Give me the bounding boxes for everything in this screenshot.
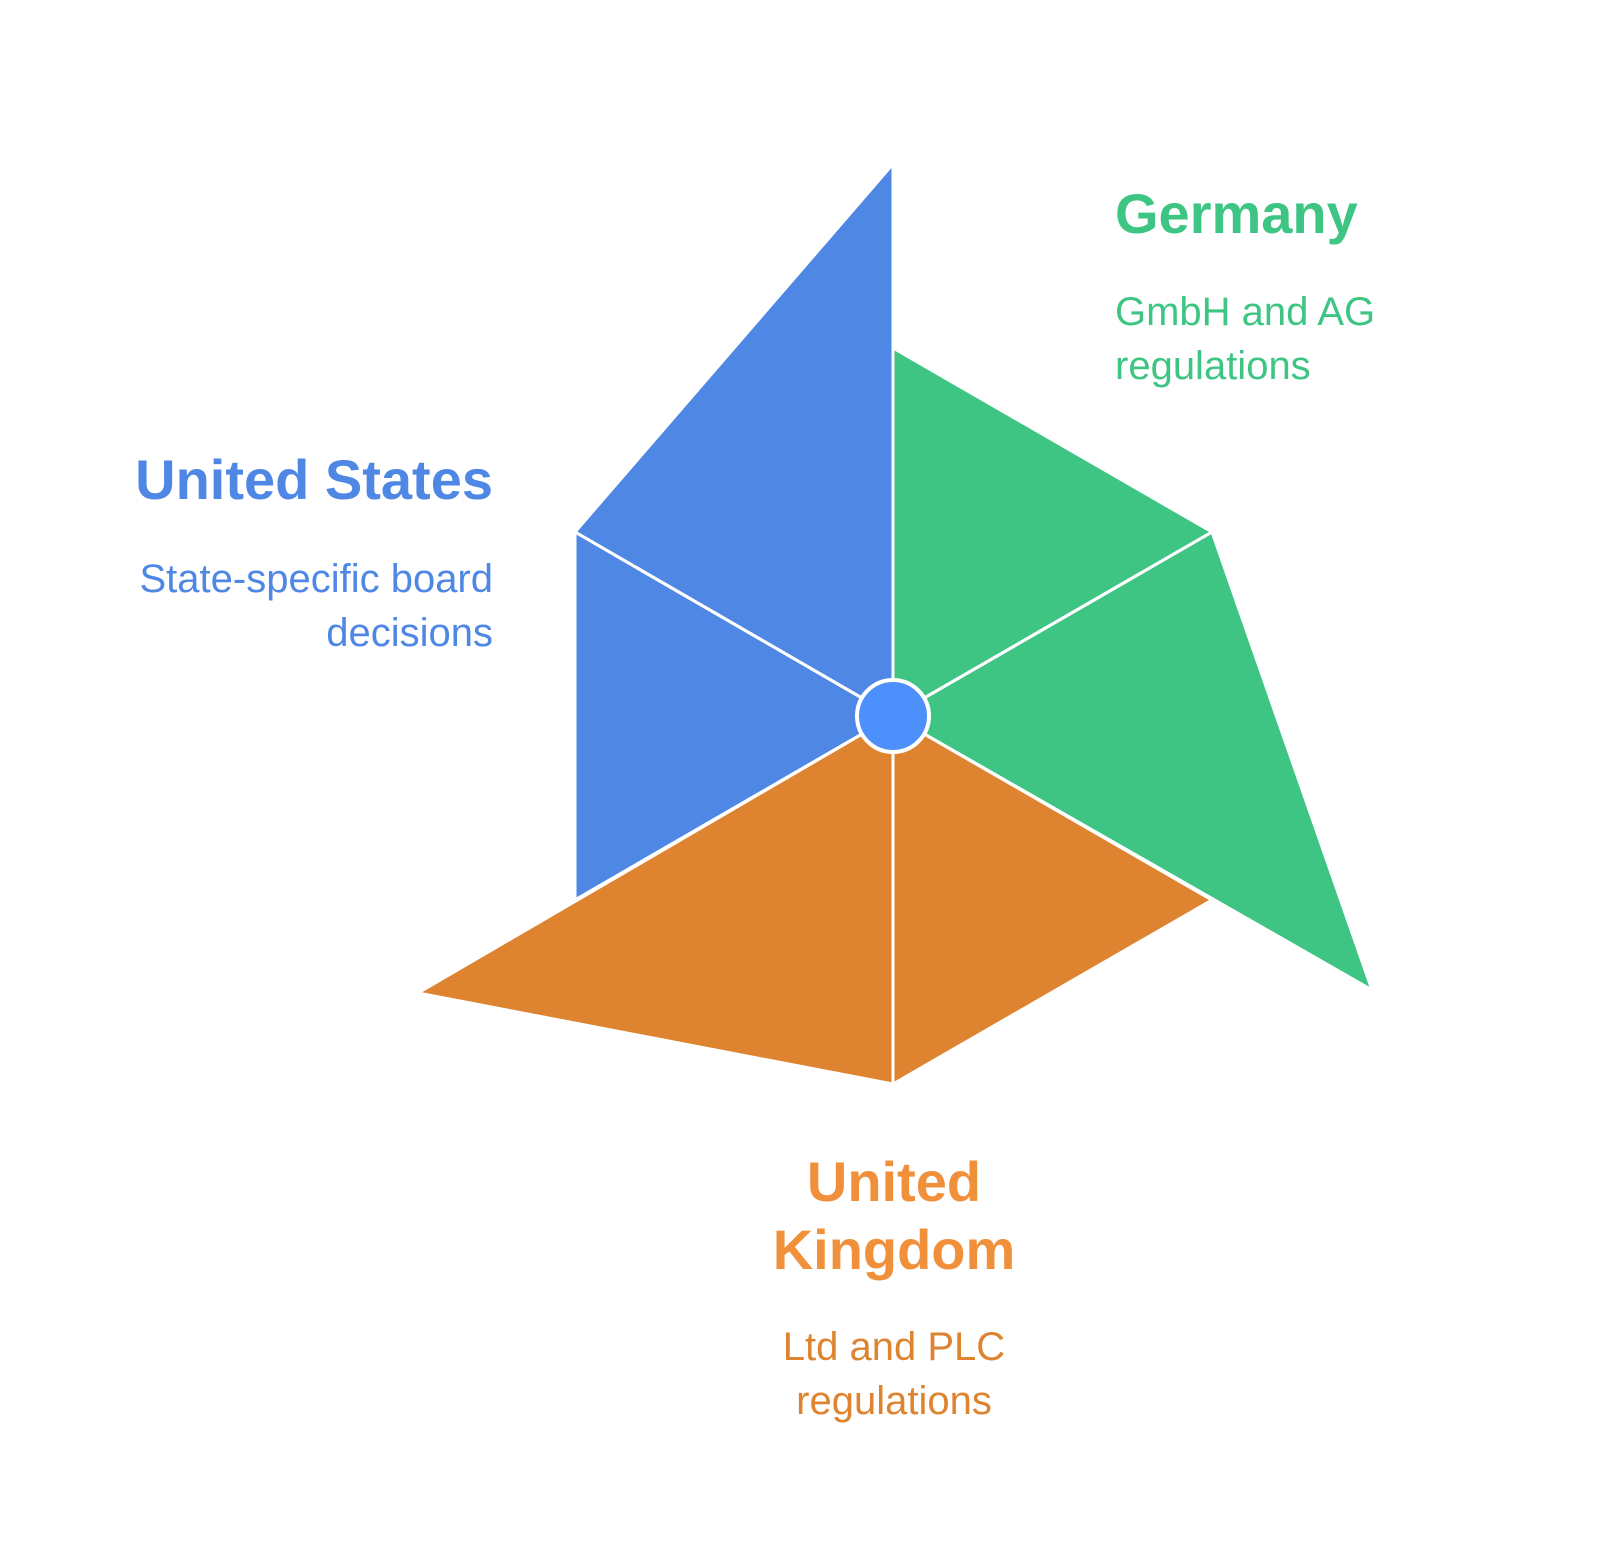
divider-line bbox=[892, 530, 1213, 718]
united-kingdom-description: Ltd and PLC regulations bbox=[782, 1325, 1006, 1423]
germany-description: GmbH and AG regulations bbox=[1115, 290, 1376, 388]
segment-dividers bbox=[574, 164, 1213, 1084]
divider-line bbox=[574, 714, 894, 902]
united-states-description: State-specific board decisions bbox=[139, 557, 493, 655]
divider-line bbox=[574, 530, 894, 718]
united-states-title: United States bbox=[135, 448, 493, 511]
germany-title: Germany bbox=[1115, 182, 1358, 245]
united-kingdom-title: United Kingdom bbox=[772, 1150, 1016, 1281]
divider-line bbox=[892, 714, 1213, 902]
center-hub bbox=[855, 678, 931, 754]
